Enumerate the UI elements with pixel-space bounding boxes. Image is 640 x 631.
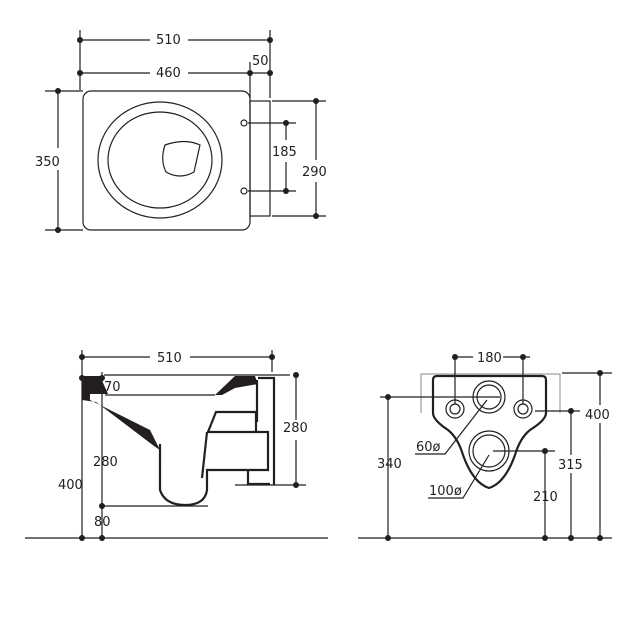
dim-290: 290 — [302, 165, 327, 180]
dim-280-outlet: 280 — [93, 455, 118, 470]
dim-210: 210 — [533, 490, 558, 505]
dim-315: 315 — [558, 458, 583, 473]
bowl-section — [82, 376, 160, 450]
seat-outer — [97, 101, 223, 219]
lid-hinge — [162, 140, 201, 177]
top-view: 510 460 50 350 185 290 — [35, 30, 327, 233]
back-plate — [249, 100, 271, 217]
fixing-hole — [240, 119, 248, 127]
dim-510-side: 510 — [157, 351, 182, 366]
dim-350: 350 — [35, 155, 60, 170]
dim-70: 70 — [104, 380, 121, 395]
seat-inner — [107, 111, 213, 209]
dim-340: 340 — [377, 457, 402, 472]
dim-460: 460 — [156, 66, 181, 81]
dim-50: 50 — [252, 54, 269, 69]
front-view: 180 60ø 100ø 340 400 315 210 — [358, 351, 612, 541]
dim-100-diameter: 100ø — [429, 484, 462, 499]
dim-400-front: 400 — [585, 408, 610, 423]
dim-60-diameter: 60ø — [416, 440, 441, 455]
dim-510: 510 — [156, 33, 181, 48]
dim-280-body: 280 — [283, 421, 308, 436]
dim-400: 400 — [58, 478, 83, 493]
dim-185: 185 — [272, 145, 297, 160]
side-view: 70 280 280 400 80 510 — [25, 350, 328, 541]
fixing-hole — [240, 187, 248, 195]
dim-80: 80 — [94, 515, 111, 530]
dim-180: 180 — [477, 351, 502, 366]
